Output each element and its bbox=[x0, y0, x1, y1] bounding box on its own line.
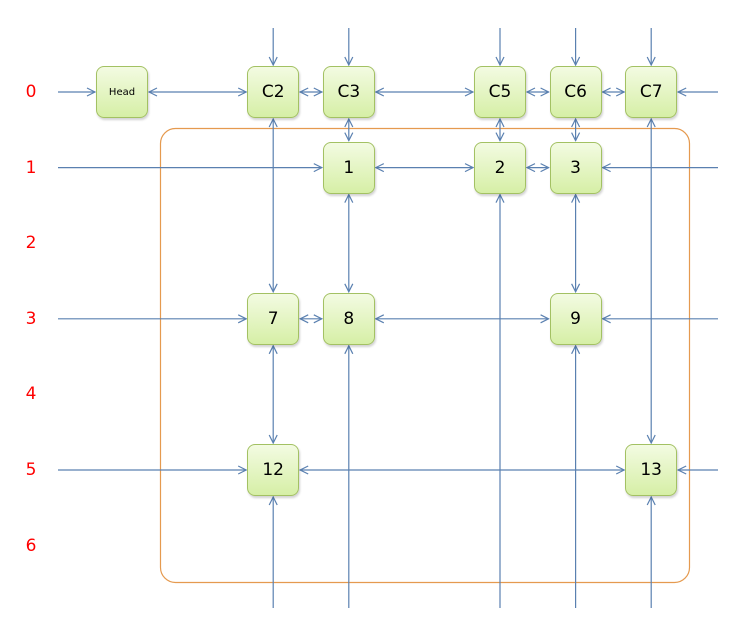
group-outline bbox=[159, 127, 691, 584]
node-n7: 7 bbox=[247, 292, 300, 345]
node-label: 8 bbox=[343, 308, 355, 329]
node-label: C7 bbox=[639, 82, 663, 102]
node-label: 9 bbox=[570, 308, 581, 329]
node-C5: C5 bbox=[474, 66, 526, 118]
node-label: Head bbox=[108, 86, 136, 98]
row-label-5: 5 bbox=[25, 460, 37, 480]
node-label: 13 bbox=[640, 460, 662, 480]
node-n8: 8 bbox=[322, 292, 375, 345]
node-Head: Head bbox=[96, 66, 148, 118]
node-C6: C6 bbox=[549, 66, 602, 118]
node-label: 2 bbox=[494, 157, 506, 178]
node-n2: 2 bbox=[474, 141, 526, 194]
node-n3: 3 bbox=[549, 141, 602, 194]
row-label-0: 0 bbox=[25, 82, 37, 102]
node-label: 7 bbox=[267, 308, 279, 329]
row-label-6: 6 bbox=[25, 535, 37, 556]
node-C3: C3 bbox=[322, 66, 375, 118]
node-n13: 13 bbox=[625, 444, 678, 496]
row-label-1: 1 bbox=[25, 157, 37, 178]
node-C7: C7 bbox=[625, 66, 678, 118]
node-label: C6 bbox=[564, 82, 587, 102]
row-label-3: 3 bbox=[25, 308, 37, 329]
node-n9: 9 bbox=[549, 292, 602, 345]
node-C2: C2 bbox=[247, 66, 300, 118]
node-n12: 12 bbox=[247, 444, 300, 496]
node-label: 3 bbox=[570, 157, 581, 178]
node-label: C2 bbox=[261, 82, 285, 102]
node-label: C5 bbox=[488, 82, 512, 102]
row-label-2: 2 bbox=[25, 233, 37, 254]
row-label-4: 4 bbox=[25, 384, 37, 405]
node-n1: 1 bbox=[322, 141, 375, 194]
node-label: 1 bbox=[343, 157, 355, 178]
node-label: 12 bbox=[262, 460, 284, 480]
node-label: C3 bbox=[337, 82, 361, 102]
